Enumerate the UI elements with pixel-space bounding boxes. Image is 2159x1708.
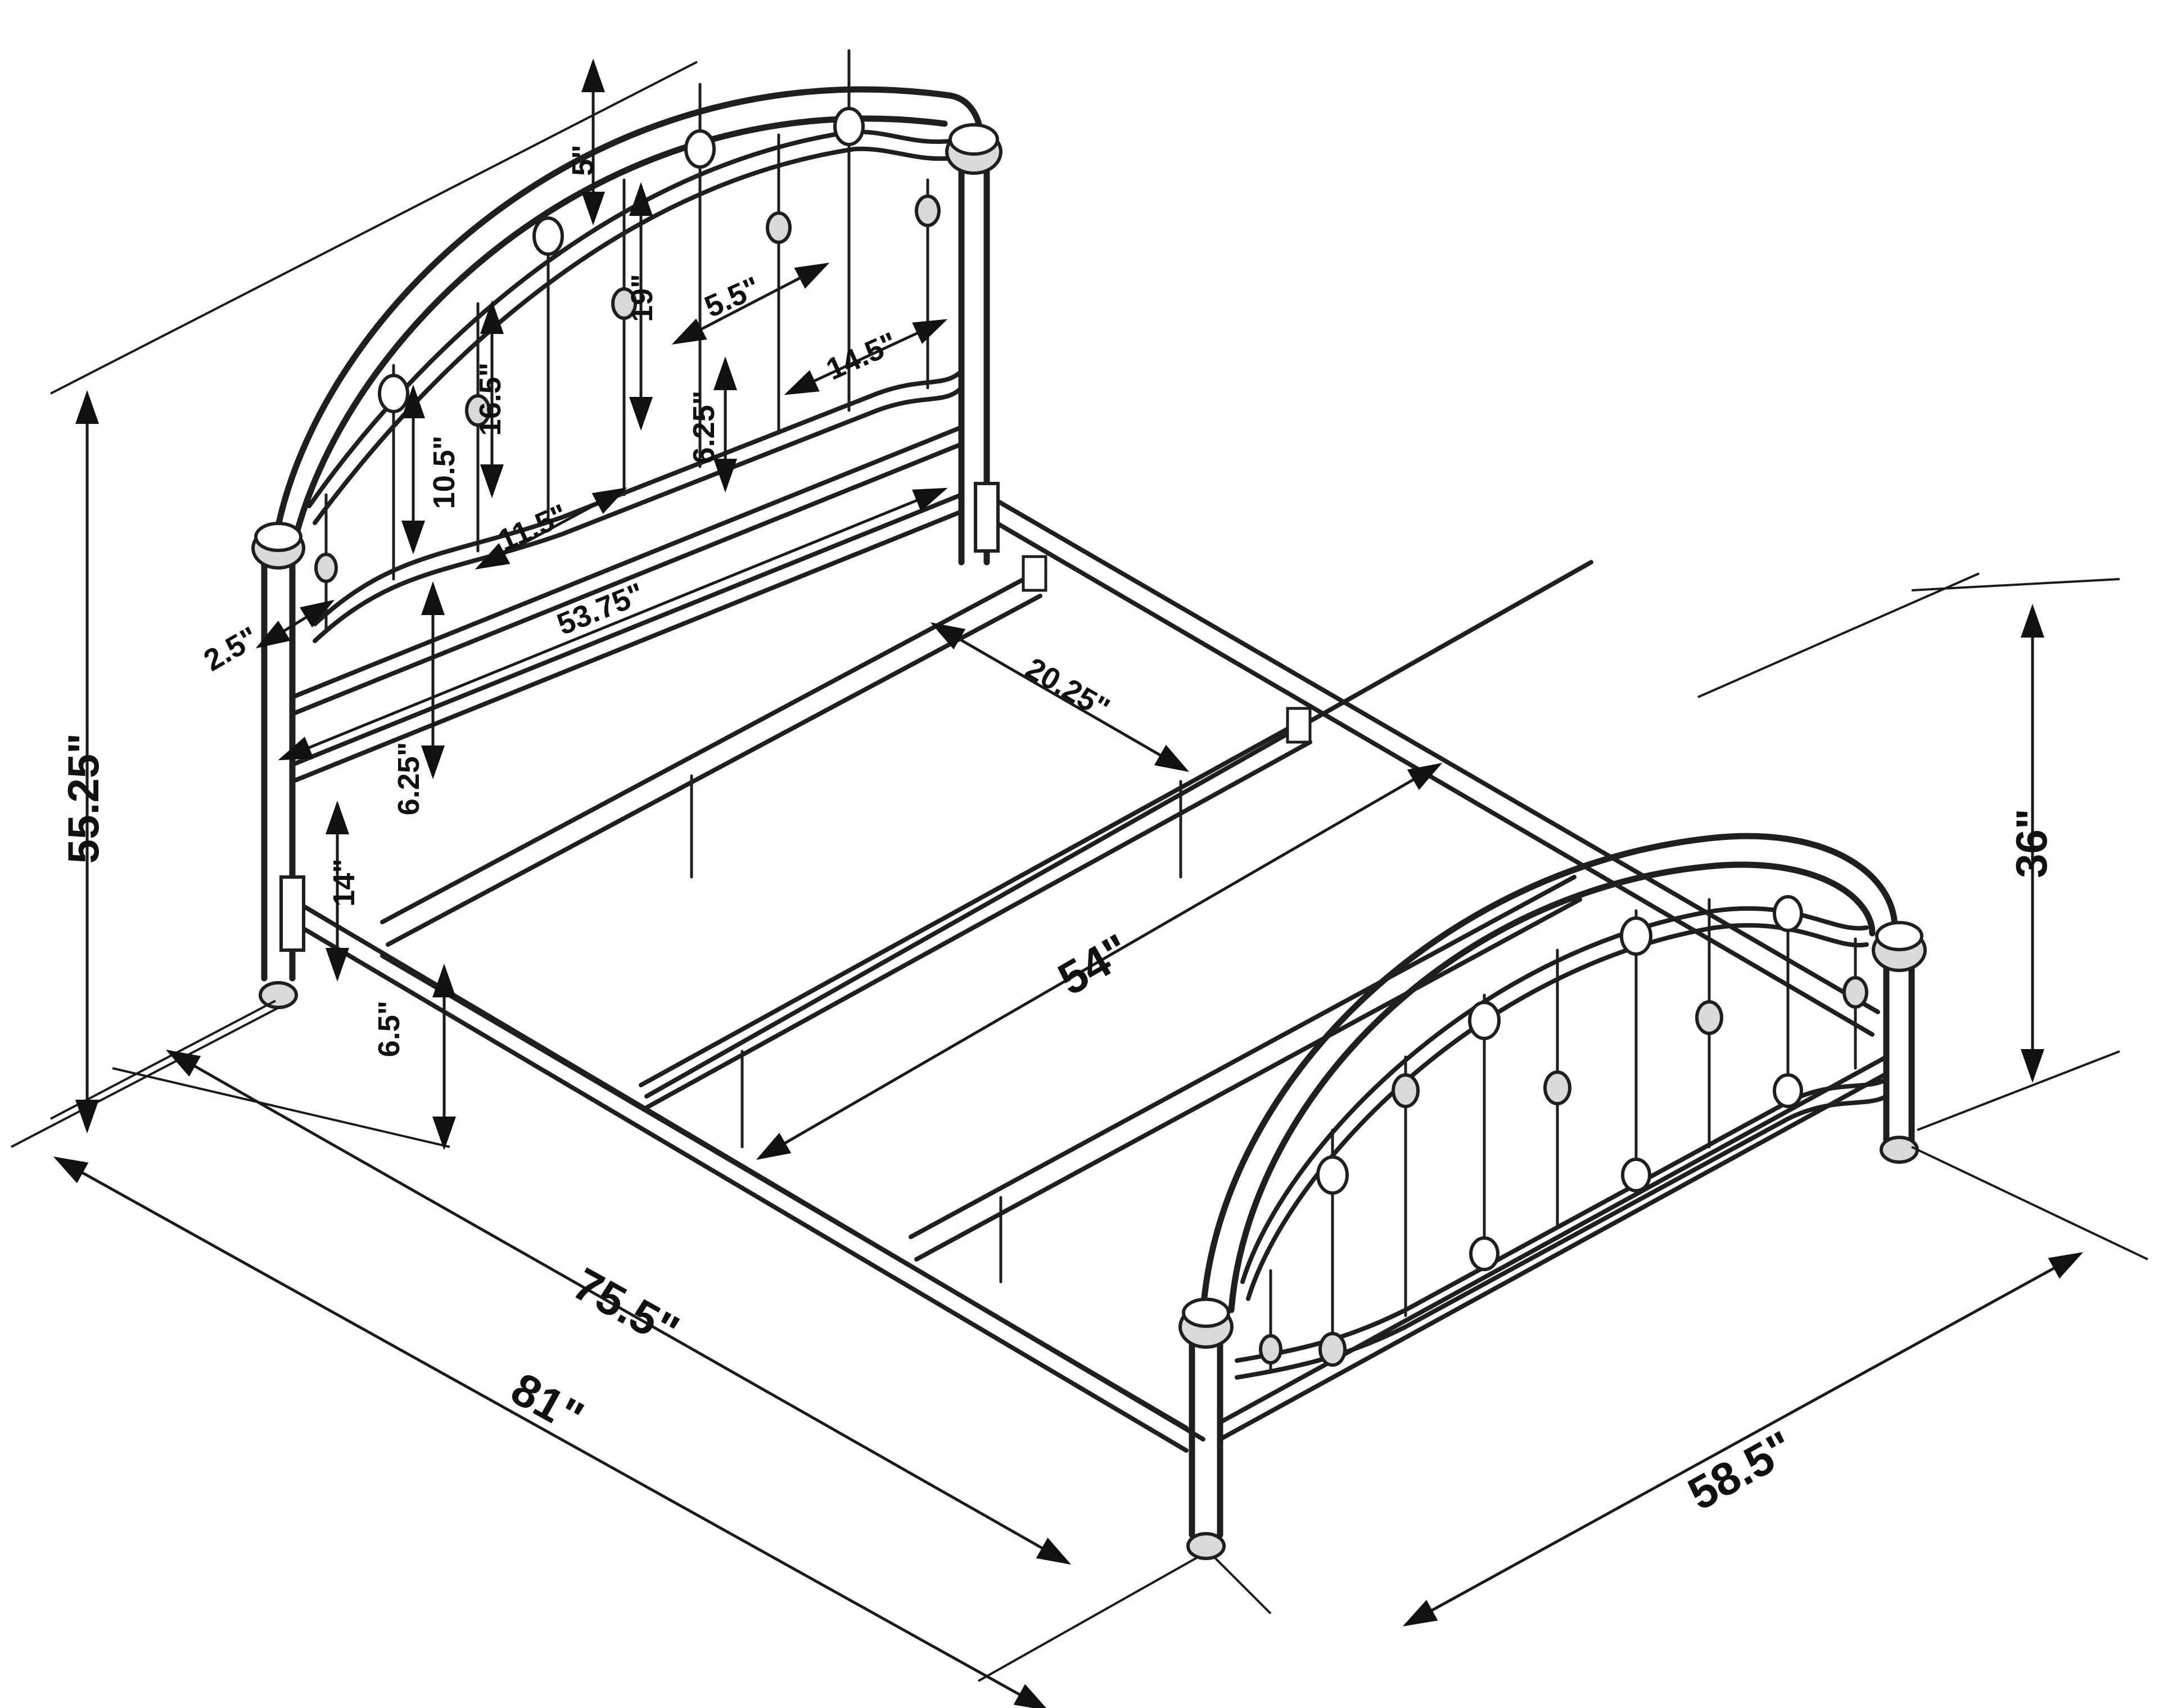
dim-line-overall-width [1402,1252,2084,1626]
label-lower-panel: 6.25" [687,391,721,464]
dimension-lines [53,58,2084,1708]
dim-line-post-offset [255,599,335,649]
dim-line-inner-width [756,762,1443,1160]
dim-line-rail-length [165,1050,1072,1565]
label-spindle-gap-narrow: 5.5" [699,270,765,324]
label-arch-drop: 5" [566,144,600,176]
label-overall-height: 55.25" [58,733,108,864]
headboard [251,49,1002,1009]
label-inner-width: 54" [1050,924,1139,1005]
label-spindle-gap-mid: 11.5" [493,498,572,558]
dim-line-slat-spacing [930,622,1190,772]
label-upper-rail-gap: 6.25" [392,742,426,816]
label-post-offset: 2.5" [198,620,264,677]
label-short-spindle: 10.5" [427,436,461,509]
label-footboard-height: 36" [2007,808,2056,878]
label-rail-height: 14" [327,858,361,907]
dim-line-headboard-width [278,487,948,761]
label-mid-spindle: 16.5" [473,363,507,436]
label-slat-spacing: 20.25" [1020,651,1115,725]
label-rail-clearance: 6.5" [372,1001,406,1058]
extension-lines [11,61,2148,1682]
footboard [1178,833,1927,1560]
slats [380,555,1593,1284]
dim-line-spindle-gap-narrow [671,263,830,345]
label-spindle-gap-wide: 14.5" [821,326,902,387]
label-overall-width: 58.5" [1680,1421,1803,1520]
dim-line-spindle-gap-wide [784,319,948,395]
bed-frame [251,49,1927,1560]
label-tall-spindle: 19" [625,274,659,322]
label-rail-length: 75.5" [564,1258,687,1357]
dim-line-spindle-gap-mid [475,487,627,570]
label-overall-length: 81" [503,1363,591,1444]
